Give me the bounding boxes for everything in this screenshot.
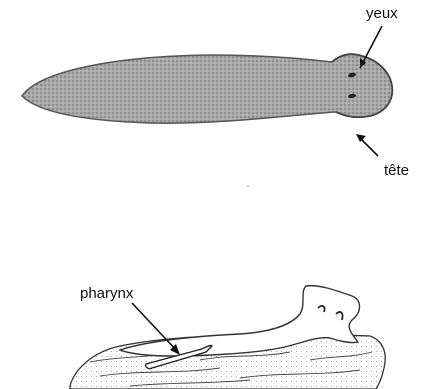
speck bbox=[247, 185, 249, 187]
planarian-top-view bbox=[22, 54, 392, 123]
eyes-label: yeux bbox=[366, 5, 398, 22]
head-arrowhead bbox=[356, 134, 366, 142]
pharynx-label: pharynx bbox=[80, 285, 134, 302]
head-label: tête bbox=[384, 162, 409, 179]
head-annotation: tête bbox=[356, 134, 409, 179]
eyes-annotation: yeux bbox=[360, 5, 398, 68]
